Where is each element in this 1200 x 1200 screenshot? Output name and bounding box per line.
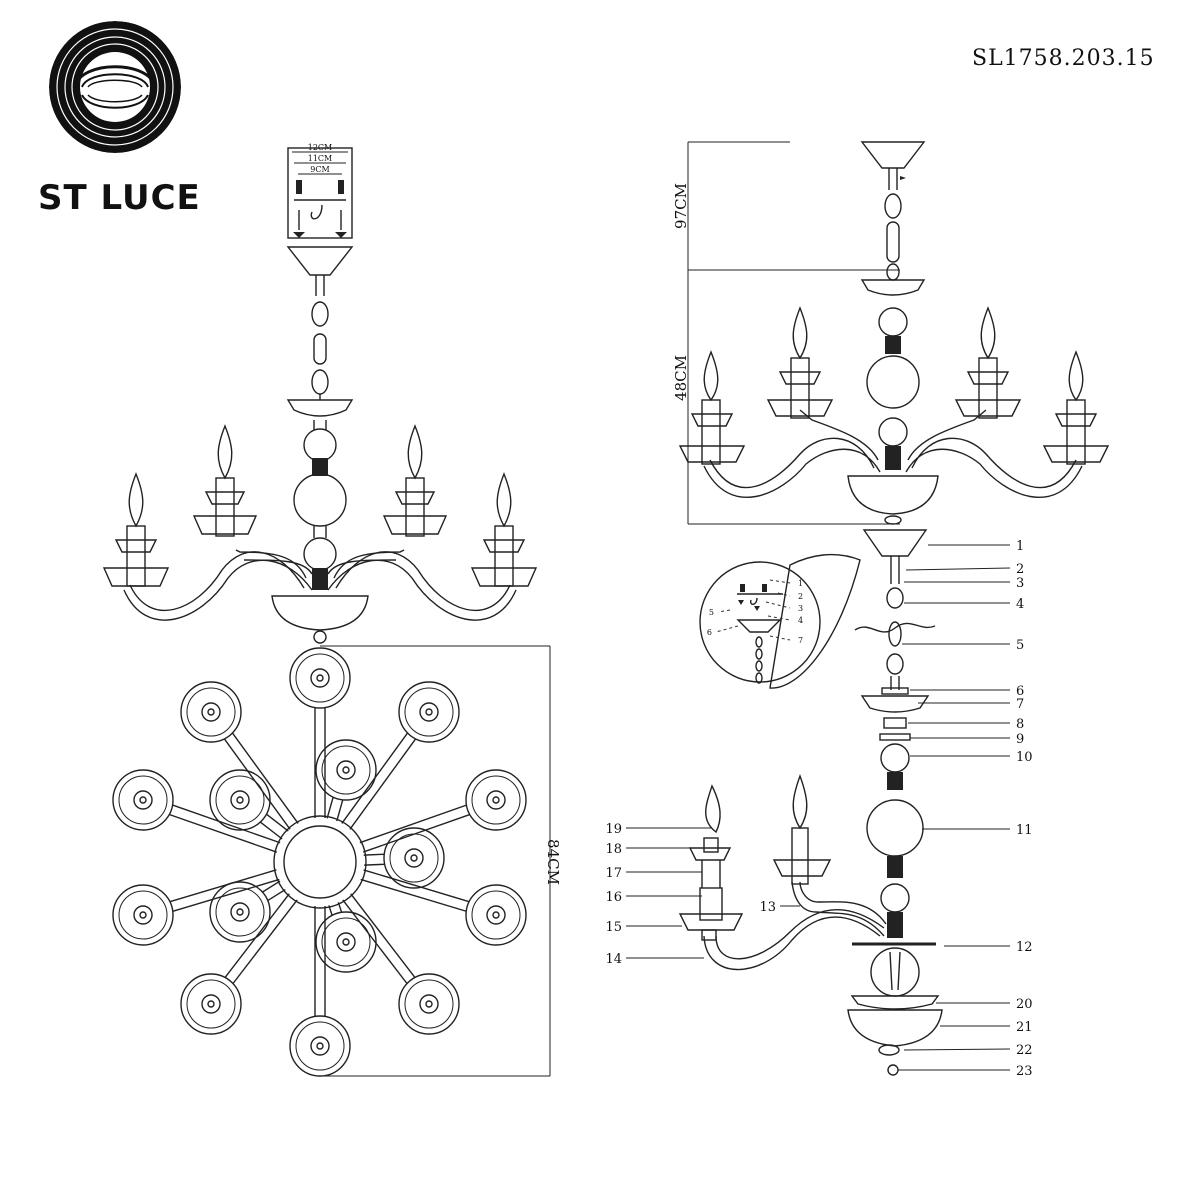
- plan-candle-cup: [112, 884, 174, 946]
- height-97cm-label: 97CM: [672, 183, 690, 229]
- inset-part-label: 1: [798, 579, 803, 588]
- part-number-label: 12: [1016, 940, 1033, 955]
- part-number-label: 21: [1016, 1020, 1033, 1035]
- plan-candle-cup: [180, 973, 242, 1035]
- plan-candle-cup: [465, 769, 527, 831]
- plan-candle-cup: [289, 647, 351, 709]
- plan-candle-cup: [398, 681, 460, 743]
- elev-candle-2: [766, 306, 834, 419]
- part-number-label: 7: [1016, 697, 1024, 712]
- part-number-label: 10: [1016, 750, 1033, 765]
- front-elevation-view: 12CM 11CM 9CM: [102, 143, 538, 644]
- plan-candle-cup: [465, 884, 527, 946]
- plan-candle-cup: [289, 1015, 351, 1077]
- plan-candle-cup: [398, 973, 460, 1035]
- part-number-label: 11: [1016, 823, 1033, 838]
- inset-part-label: 5: [709, 608, 714, 617]
- part-number-label: 20: [1016, 997, 1033, 1012]
- mounting-detail-inset: [699, 553, 861, 689]
- top-plan-view: [112, 647, 527, 1077]
- part-number-label: 6: [1016, 684, 1024, 699]
- plan-candle-cup: [383, 827, 445, 889]
- bracket-9cm-label: 9CM: [310, 165, 329, 174]
- bracket-12cm-label: 12CM: [308, 143, 333, 152]
- height-elevation-view: 97CM 48CM: [672, 141, 1110, 525]
- plan-candle-cup: [209, 769, 271, 831]
- candle-holder-right-inner: [382, 424, 448, 537]
- part-number-label: 8: [1016, 717, 1024, 732]
- part-number-label: 17: [605, 866, 622, 881]
- candle-holder-right-outer: [470, 472, 538, 587]
- part-number-label: 1: [1016, 539, 1024, 554]
- plan-candle-cup: [315, 739, 377, 801]
- bracket-11cm-label: 11CM: [308, 154, 333, 163]
- part-number-label: 23: [1016, 1064, 1033, 1079]
- model-number: SL1758.203.15: [972, 46, 1155, 71]
- inset-part-label: 3: [798, 604, 803, 613]
- st-luce-logo: [49, 21, 181, 153]
- plan-center-hub: [273, 815, 367, 909]
- part-number-label: 4: [1016, 597, 1024, 612]
- part-number-label: 13: [759, 900, 776, 915]
- plan-candle-cup: [209, 881, 271, 943]
- diameter-dimension: 84CM: [320, 645, 562, 1077]
- brand-name: ST LUCE: [38, 178, 201, 218]
- inset-part-label: 6: [707, 628, 712, 637]
- part-number-label: 18: [605, 842, 622, 857]
- part-number-label: 22: [1016, 1043, 1033, 1058]
- inset-part-label: 7: [798, 636, 803, 645]
- plan-candle-cup: [315, 911, 377, 973]
- part-number-label: 14: [605, 952, 622, 967]
- candle-holder-left-inner: [192, 424, 258, 537]
- diameter-label: 84CM: [544, 839, 562, 885]
- part-number-label: 2: [1016, 562, 1024, 577]
- part-number-label: 16: [605, 890, 622, 905]
- elev-candle-3: [954, 306, 1022, 419]
- inset-part-label: 4: [798, 616, 803, 625]
- elev-candle-4: [1042, 350, 1110, 465]
- part-number-label: 19: [605, 822, 622, 837]
- height-48cm-label: 48CM: [672, 355, 690, 401]
- part-number-label: 15: [605, 920, 622, 935]
- part-number-label: 3: [1016, 576, 1024, 591]
- plan-candle-cup: [112, 769, 174, 831]
- elev-candle-1: [678, 350, 746, 465]
- part-number-label: 5: [1016, 638, 1024, 653]
- part-number-label: 9: [1016, 732, 1024, 747]
- inset-part-label: 2: [798, 592, 803, 601]
- candle-holder-left-outer: [102, 472, 170, 587]
- plan-candle-cup: [180, 681, 242, 743]
